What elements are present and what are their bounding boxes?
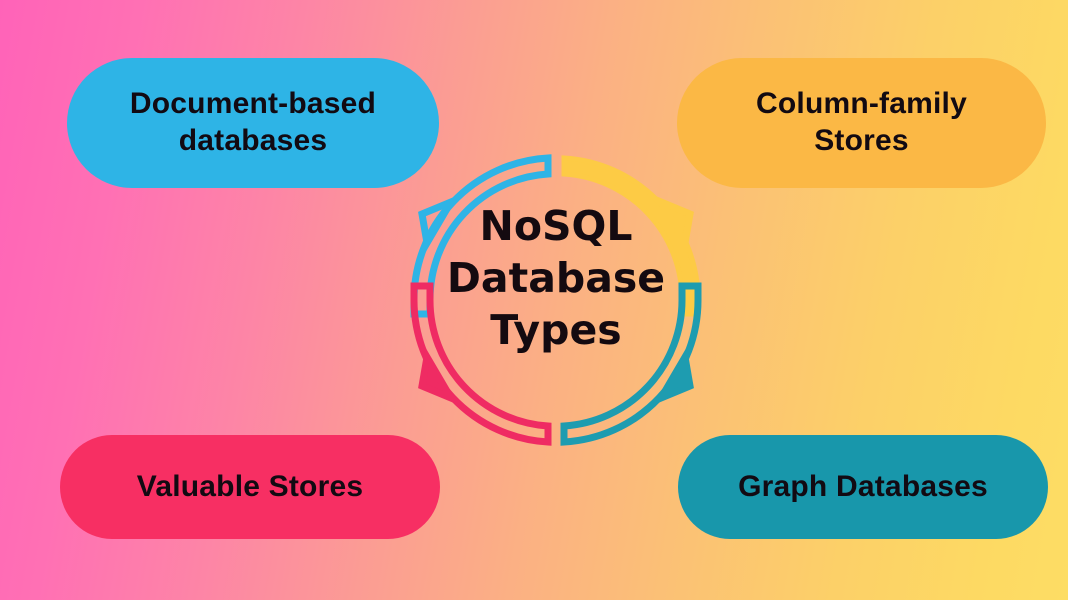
node-document-based-label: Document-based databases [129, 87, 377, 157]
node-valuable-stores[interactable]: Valuable Stores [60, 435, 440, 539]
node-graph-databases[interactable]: Graph Databases [678, 435, 1048, 539]
node-document-based[interactable]: Document-based databases [67, 58, 439, 188]
node-graph-databases-label: Graph Databases [738, 469, 988, 503]
arrow-to-document-based [410, 154, 552, 318]
arrow-to-graph-databases [560, 282, 702, 446]
cycle-arrows-group [410, 154, 702, 446]
node-valuable-stores-label: Valuable Stores [136, 469, 364, 503]
node-column-family[interactable]: Column-family Stores [677, 58, 1046, 188]
arrow-to-column-family [561, 155, 701, 317]
node-column-family-label: Column-family Stores [756, 87, 967, 157]
arrow-to-valuable-stores [410, 282, 552, 446]
